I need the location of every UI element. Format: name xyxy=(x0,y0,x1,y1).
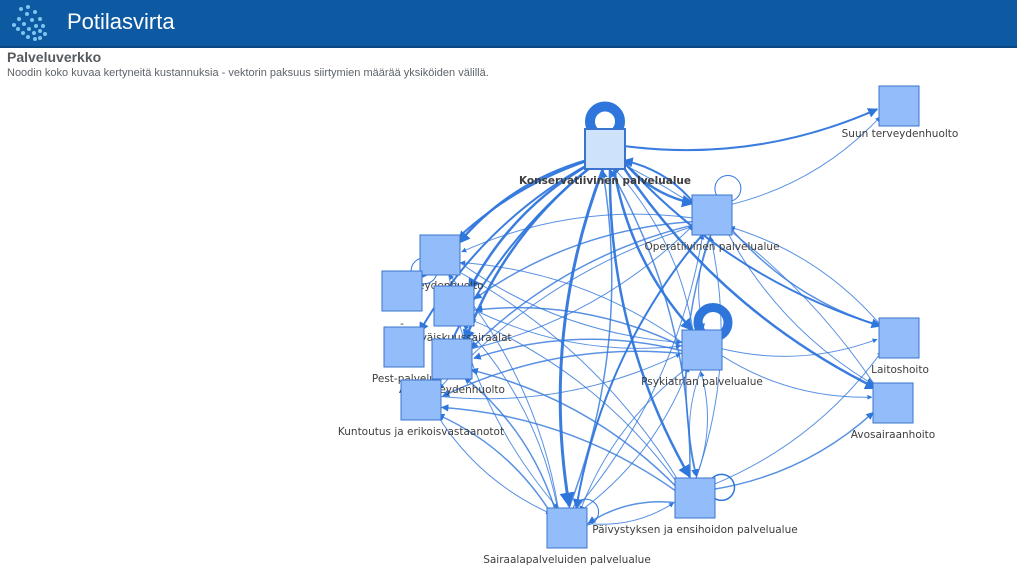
node-label: Psykiatrian palvelualue xyxy=(641,376,763,388)
edge-kons-to-paiv xyxy=(608,168,691,478)
node-box[interactable] xyxy=(546,507,588,549)
node-suun[interactable]: Suun terveydenhuolto xyxy=(842,85,959,140)
edge-psyk-to-kons xyxy=(614,168,694,333)
edge-sair-to-paiv xyxy=(586,502,675,525)
edge-oper-to-terv xyxy=(461,213,693,253)
edge-kons-to-avos xyxy=(618,161,878,390)
node-box[interactable] xyxy=(681,329,723,371)
node-pest[interactable]: Pest-palvelut xyxy=(372,326,440,385)
node-sair[interactable]: Sairaalapalveluiden palvelualue xyxy=(483,507,651,566)
node-box[interactable] xyxy=(381,270,423,312)
edge-paiv-to-avot xyxy=(470,367,679,489)
edge-kons-to-pysk xyxy=(468,162,592,292)
patient-flow-logo-icon xyxy=(12,5,47,41)
edge-sair-to-kunt xyxy=(436,413,553,516)
app-title: Potilasvirta xyxy=(67,9,175,34)
edge-paiv-to-terv xyxy=(455,269,681,485)
edge-paiv-to-pysk xyxy=(470,319,680,486)
node-label: Kuntoutus ja erikoisvastaanotot xyxy=(338,426,504,438)
edge-paiv-to-lait xyxy=(710,351,883,487)
node-label: Pysyväiskuussairaalat xyxy=(396,332,511,344)
edge-layer xyxy=(410,101,883,526)
node-layer: Konservatiivinen palvelualue Suun terveyd… xyxy=(338,85,959,566)
edge-pysk-to-psyk xyxy=(473,309,681,350)
edge-paiv-to-kunt xyxy=(440,404,677,492)
node-box[interactable] xyxy=(584,128,626,170)
node-box[interactable] xyxy=(872,382,914,424)
app-header: Potilasvirta xyxy=(0,0,1017,48)
edge-psyk-to-lait xyxy=(721,338,878,357)
node-kunt[interactable]: Kuntoutus ja erikoisvastaanotot xyxy=(338,379,504,438)
edge-oper-to-sair xyxy=(572,232,705,510)
edge-oper-to-suun xyxy=(729,116,881,206)
node-box[interactable] xyxy=(383,326,425,368)
edge-sair-to-oper xyxy=(575,234,705,511)
edge-kunt-to-psyk xyxy=(440,353,681,400)
node-label: Operatiivinen palvelualue xyxy=(644,241,779,253)
edge-paiv-to-kons xyxy=(609,169,691,479)
node-pysk[interactable]: Pysyväiskuussairaalat xyxy=(396,285,512,344)
edge-psyk-to-terv xyxy=(460,260,684,344)
edge-avos-to-kons xyxy=(621,163,879,391)
edge-paiv-to-sair xyxy=(587,500,676,524)
node-label: Sairaalapalveluiden palvelualue xyxy=(483,554,651,566)
edge-psyk-to-sair xyxy=(579,365,691,511)
edge-oper-to-avos xyxy=(725,229,879,388)
node-box[interactable] xyxy=(878,317,920,359)
node-paiv[interactable]: Päivystyksen ja ensihoidon palvelualue xyxy=(592,477,798,536)
edge-kons-to-suun xyxy=(624,108,879,152)
edge-oper-to-avot xyxy=(470,223,695,349)
node-box[interactable] xyxy=(419,234,461,276)
edge-oper-to-pysk xyxy=(474,220,694,300)
edge-psyk-to-pysk xyxy=(474,305,683,348)
page-title: Palveluverkko xyxy=(7,49,102,65)
node-label: Päivystyksen ja ensihoidon palvelualue xyxy=(592,524,797,536)
edge-psyk-to-avot xyxy=(473,338,683,360)
edge-sair-to-avot xyxy=(463,376,557,512)
edge-lait-to-oper xyxy=(729,226,883,328)
node-label: Konservatiivinen palvelualue xyxy=(519,175,691,187)
node-box[interactable] xyxy=(691,194,733,236)
node-psyk[interactable]: Psykiatrian palvelualue xyxy=(641,329,763,388)
edge-kunt-to-sair xyxy=(435,412,551,514)
node-label: Suun terveydenhuolto xyxy=(842,128,959,140)
node-kons[interactable]: Konservatiivinen palvelualue xyxy=(519,128,691,187)
node-box[interactable] xyxy=(878,85,920,127)
edge-paiv-to-psyk xyxy=(695,371,708,479)
node-avos[interactable]: Avosairaanhoito xyxy=(851,382,935,441)
edge-kons-to-sair xyxy=(558,168,605,508)
edge-kons-to-lait xyxy=(621,159,882,329)
edge-kons-to-psyk xyxy=(612,166,694,332)
edge-oper-to-lait xyxy=(728,225,882,328)
page-subtitle: Noodin koko kuvaa kertyneitä kustannuksi… xyxy=(7,67,489,79)
node-box[interactable] xyxy=(431,338,473,380)
node-dash[interactable]: - xyxy=(381,270,423,330)
node-oper[interactable]: Operatiivinen palvelualue xyxy=(644,194,780,253)
node-box[interactable] xyxy=(433,285,475,327)
edge-terv-to-psyk xyxy=(458,261,682,345)
edge-avot-to-oper xyxy=(469,225,694,350)
node-box[interactable] xyxy=(674,477,716,519)
node-label: - xyxy=(400,318,404,330)
edge-oper-to-kons xyxy=(622,157,696,206)
edge-psyk-to-avos xyxy=(721,354,873,400)
node-label: Laitoshoito xyxy=(871,364,929,376)
edge-sair-to-kons xyxy=(568,170,613,509)
edge-sair-to-pysk xyxy=(463,325,559,511)
edge-psyk-to-paiv xyxy=(689,369,702,477)
node-box[interactable] xyxy=(400,379,442,421)
edge-sair-to-psyk xyxy=(578,367,690,513)
edge-paiv-to-avos xyxy=(712,411,874,491)
edge-kons-to-terv xyxy=(457,158,589,245)
node-label: Avosairaanhoito xyxy=(851,429,935,441)
node-lait[interactable]: Laitoshoito xyxy=(871,317,929,376)
